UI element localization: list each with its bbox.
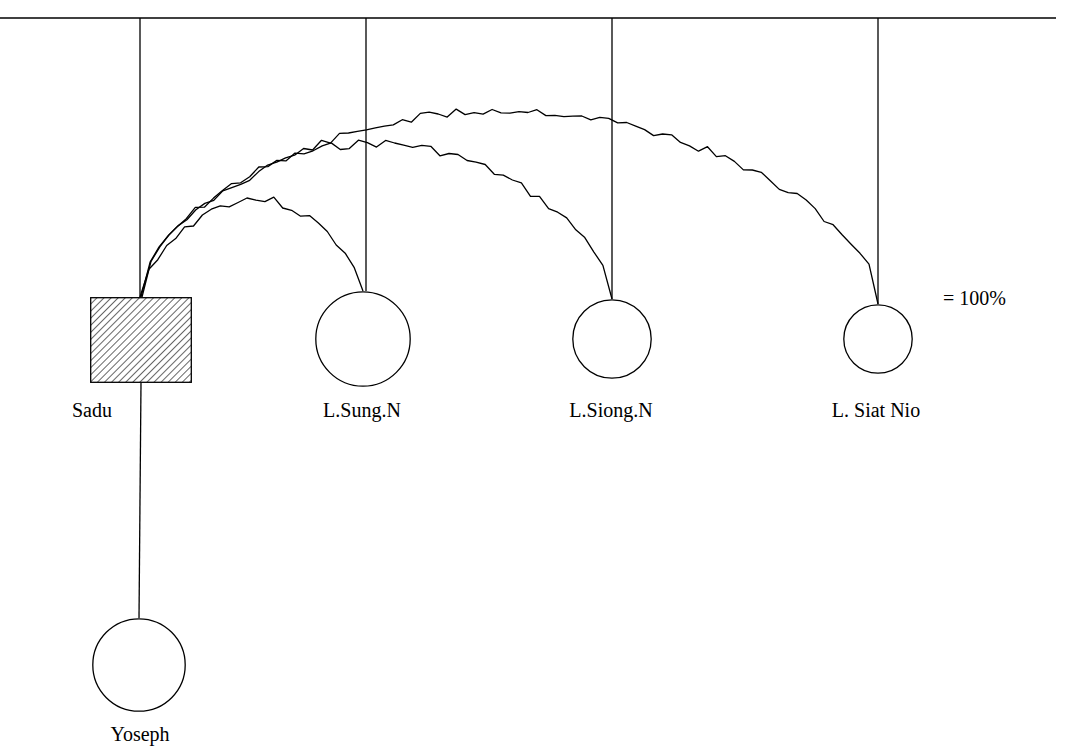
person-name: Yoseph: [110, 722, 169, 746]
person-female: L. Siat Nio: [843, 304, 913, 374]
female-circle: [315, 291, 411, 387]
descent-line: [139, 18, 140, 297]
person-name: L.Sung.N: [323, 398, 401, 422]
person-name: Sadu: [72, 398, 112, 422]
descent-line: [139, 383, 141, 618]
person-name: L. Siat Nio: [832, 398, 920, 422]
conflict-line: [142, 109, 878, 304]
female-circle: [572, 299, 652, 379]
person-female: Yoseph: [92, 618, 186, 712]
percentage-note: = 100%: [943, 286, 1006, 310]
female-circle: [843, 304, 913, 374]
conflict-line: [141, 140, 612, 299]
descent-line: [877, 18, 878, 304]
descent-line: [611, 18, 612, 299]
sibling-bar: [0, 17, 1056, 18]
person-female: L.Siong.N: [572, 299, 652, 379]
person-female: L.Sung.N: [315, 291, 411, 387]
person-male: Sadu: [90, 297, 192, 383]
female-circle: [92, 618, 186, 712]
conflict-line: [140, 197, 363, 297]
descent-line: [365, 18, 366, 291]
person-name: L.Siong.N: [569, 398, 652, 422]
male-square: [90, 297, 192, 383]
